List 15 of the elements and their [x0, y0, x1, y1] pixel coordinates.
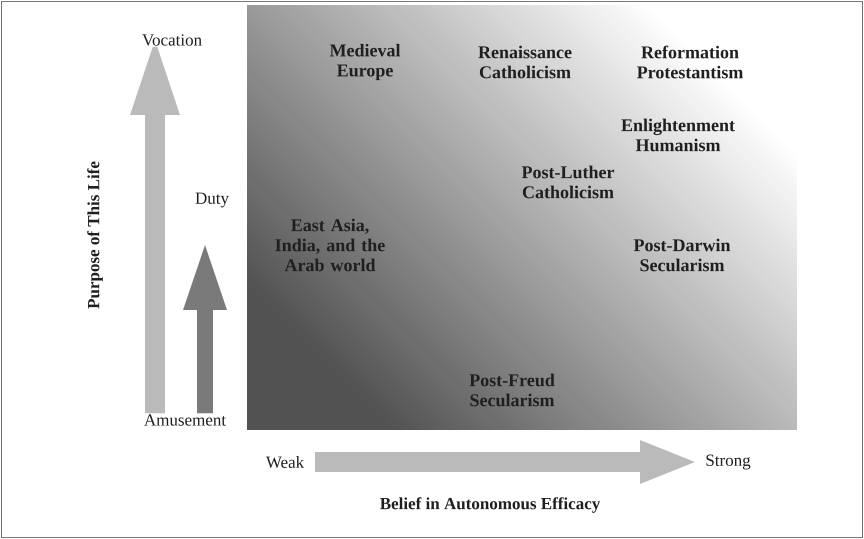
axis-title: Purpose of This Life — [87, 162, 103, 309]
region-label: Enlightenment Humanism — [621, 118, 735, 152]
region-label: Medieval Europe — [330, 44, 400, 80]
region-label: Reformation Protestantism — [637, 46, 744, 78]
axis-title: Belief in Autonomous Efficacy — [380, 497, 600, 513]
region-label: Post-Darwin Secularism — [634, 238, 730, 272]
region-label: East Asia, India, and the Arab world — [275, 218, 385, 272]
region-label: Renaissance Catholicism — [478, 46, 572, 78]
axis-end-label: Amusement — [142, 413, 228, 427]
axis-end-label: Strong — [706, 454, 750, 470]
axis-end-label: Weak — [266, 456, 304, 468]
region-label: Post-Luther Catholicism — [522, 166, 614, 198]
axis-end-label: Duty — [194, 192, 230, 208]
axis-end-label: Vocation — [140, 33, 204, 47]
region-label: Post-Freud Secularism — [470, 374, 555, 406]
